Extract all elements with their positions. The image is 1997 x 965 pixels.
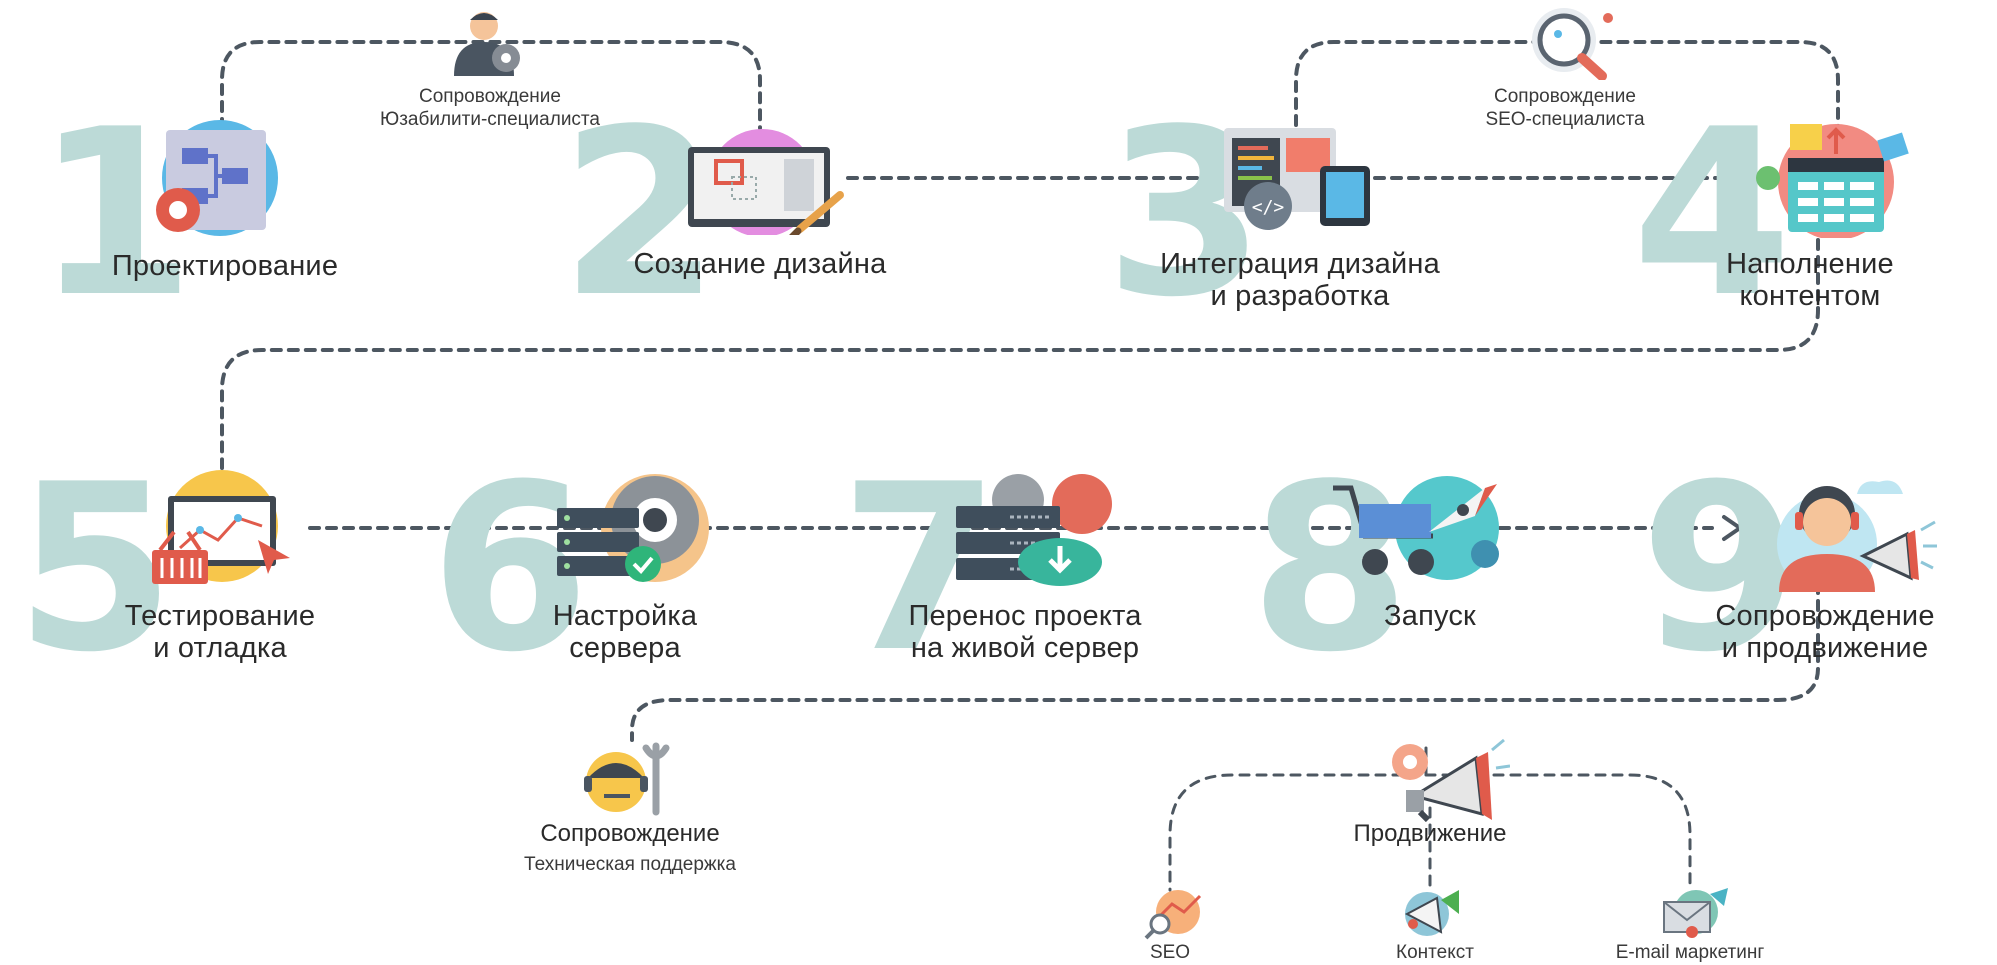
tech-support-title: Сопровождение [540,820,720,847]
promotion-title: Продвижение [1353,820,1507,847]
step-label-2: Создание дизайна [590,248,930,280]
promotion-megaphone-icon [1392,738,1510,822]
step-label-7-line-2: на живой сервер [910,632,1140,665]
step-label-7: Перенос проекта на живой сервер [850,600,1200,665]
usability-support-line-2: Юзабилити-специалиста [380,108,600,130]
design-monitor-icon [688,129,844,235]
step-label-5: Тестирование и отладка [80,600,360,665]
step-label-9-line-2: и продвижение [1721,632,1929,665]
seo-support-line-2: SEO-специалиста [1485,108,1645,130]
step-label-2-line-1: Создание дизайна [633,248,887,280]
step-label-5-line-1: Тестирование [124,600,316,632]
content-board-icon [1756,124,1909,238]
arrow-head-icon [1722,515,1744,541]
server-settings-icon [557,474,709,582]
promotion-channel-context: Контекст [1396,942,1474,963]
launch-rocket-cart-icon [1333,476,1499,580]
context-ads-icon [1404,890,1459,936]
step-label-3: Интеграция дизайна и разработка [1100,248,1500,313]
server-upload-icon [956,474,1112,586]
code-integration-icon: </> [1224,128,1370,230]
seo-support-line-1: Сопровождение [1494,86,1636,107]
step-label-3-line-1: Интеграция дизайна [1160,248,1440,280]
step-label-6-line-1: Настройка [552,600,698,632]
svg-text:</>: </> [1252,197,1285,218]
step-number-5: 5 [15,436,176,703]
email-marketing-icon [1663,888,1728,938]
seo-analytics-icon [1144,890,1202,940]
step-label-6: Настройка сервера [500,600,750,665]
usability-specialist-icon [454,12,520,76]
promotion-channel-email: E-mail маркетинг [1615,942,1765,963]
promotion-channel-seo: SEO [1149,942,1191,963]
step-number-4: 4 [1632,81,1793,348]
support-megaphone-icon [1777,480,1937,592]
step-label-9: Сопровождение и продвижение [1670,600,1980,665]
seo-magnifier-icon [1532,8,1613,80]
step-label-7-line-1: Перенос проекта [908,600,1142,632]
flowchart-settings-icon [156,120,278,236]
step-label-8-line-1: Запуск [1384,600,1476,632]
step-label-5-line-2: и отладка [153,632,287,665]
tech-support-operator-icon [584,742,670,816]
usability-support-line-1: Сопровождение [419,86,561,107]
step-label-9-line-1: Сопровождение [1715,600,1935,632]
step-label-6-line-2: сервера [569,632,681,665]
step-label-1: Проектирование [60,250,390,282]
step-label-3-line-2: и разработка [1210,280,1390,313]
step-label-4-line-1: Наполнение [1726,248,1894,280]
testing-chart-icon [152,470,290,584]
seo-support-label: Сопровождение SEO-специалиста [1430,86,1700,132]
tech-support-subtitle: Техническая поддержка [524,854,736,875]
usability-support-label: Сопровождение Юзабилити-специалиста [330,86,650,132]
step-label-1-line-1: Проектирование [111,250,339,282]
step-label-8: Запуск [1330,600,1530,632]
step-label-4: Наполнение контентом [1690,248,1930,313]
step-label-4-line-2: контентом [1739,280,1881,313]
step-number-9: 9 [1640,436,1801,703]
